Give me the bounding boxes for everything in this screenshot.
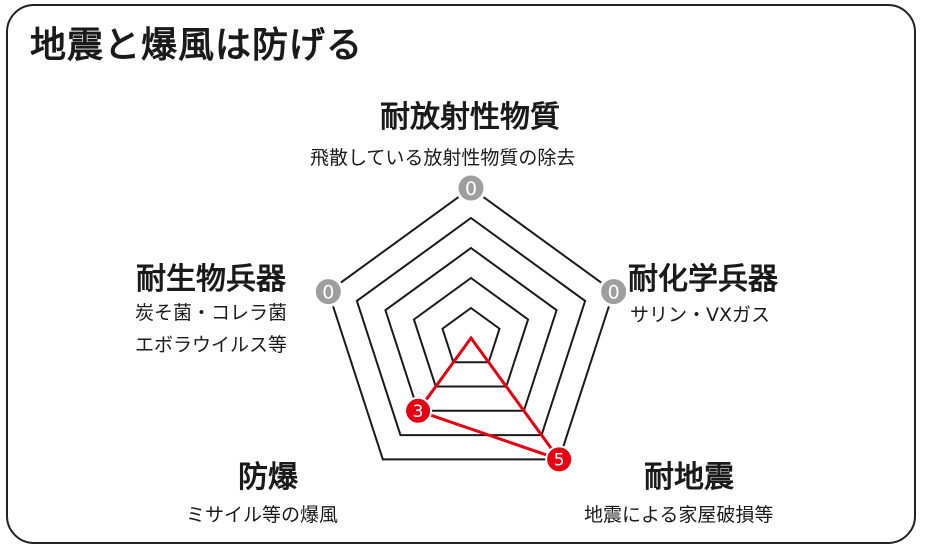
axis-label-anti-radiation: 耐放射性物質 <box>380 100 560 135</box>
zero-marker-4 <box>312 276 344 308</box>
zero-marker-0 <box>455 172 487 204</box>
grid-ring-1 <box>441 306 501 364</box>
axis-desc-anti-radiation: 飛散している放射性物質の除去 <box>310 147 576 169</box>
grid-ring-4 <box>355 216 587 437</box>
grid-ring-3 <box>384 246 558 412</box>
grid-ring-5 <box>327 186 615 461</box>
value-label-3: 3 <box>413 402 424 422</box>
zero-label-0: 0 <box>465 178 477 200</box>
axis-desc-anti-earthquake: 地震による家屋破損等 <box>584 504 774 526</box>
card-frame <box>6 4 916 544</box>
axis-desc-anti-biological-1: 炭そ菌・コレラ菌 <box>135 302 288 324</box>
zero-marker-1 <box>598 276 630 308</box>
axis-desc-blast-proof: ミサイル等の爆風 <box>186 504 339 526</box>
page-title: 地震と爆風は防げる <box>30 25 364 66</box>
radar-series <box>415 335 564 463</box>
grid-ring-2 <box>412 276 530 388</box>
value-marker-3 <box>404 396 433 425</box>
axis-desc-anti-biological-2: エボラウイルス等 <box>135 334 288 356</box>
axis-label-blast-proof: 防爆 <box>238 460 298 495</box>
axis-label-anti-chemical: 耐化学兵器 <box>628 262 778 297</box>
zero-label-4: 0 <box>322 282 334 304</box>
radar-markers: 0 0 5 3 0 <box>312 172 630 474</box>
zero-label-1: 0 <box>608 282 620 304</box>
axis-desc-anti-chemical: サリン・VXガス <box>630 304 771 326</box>
axis-label-anti-earthquake: 耐地震 <box>644 460 734 495</box>
radar-grid <box>327 186 615 461</box>
axis-label-anti-biological: 耐生物兵器 <box>136 262 286 297</box>
series-line <box>415 335 564 463</box>
value-label-2: 5 <box>554 450 565 470</box>
value-marker-2 <box>545 445 574 474</box>
